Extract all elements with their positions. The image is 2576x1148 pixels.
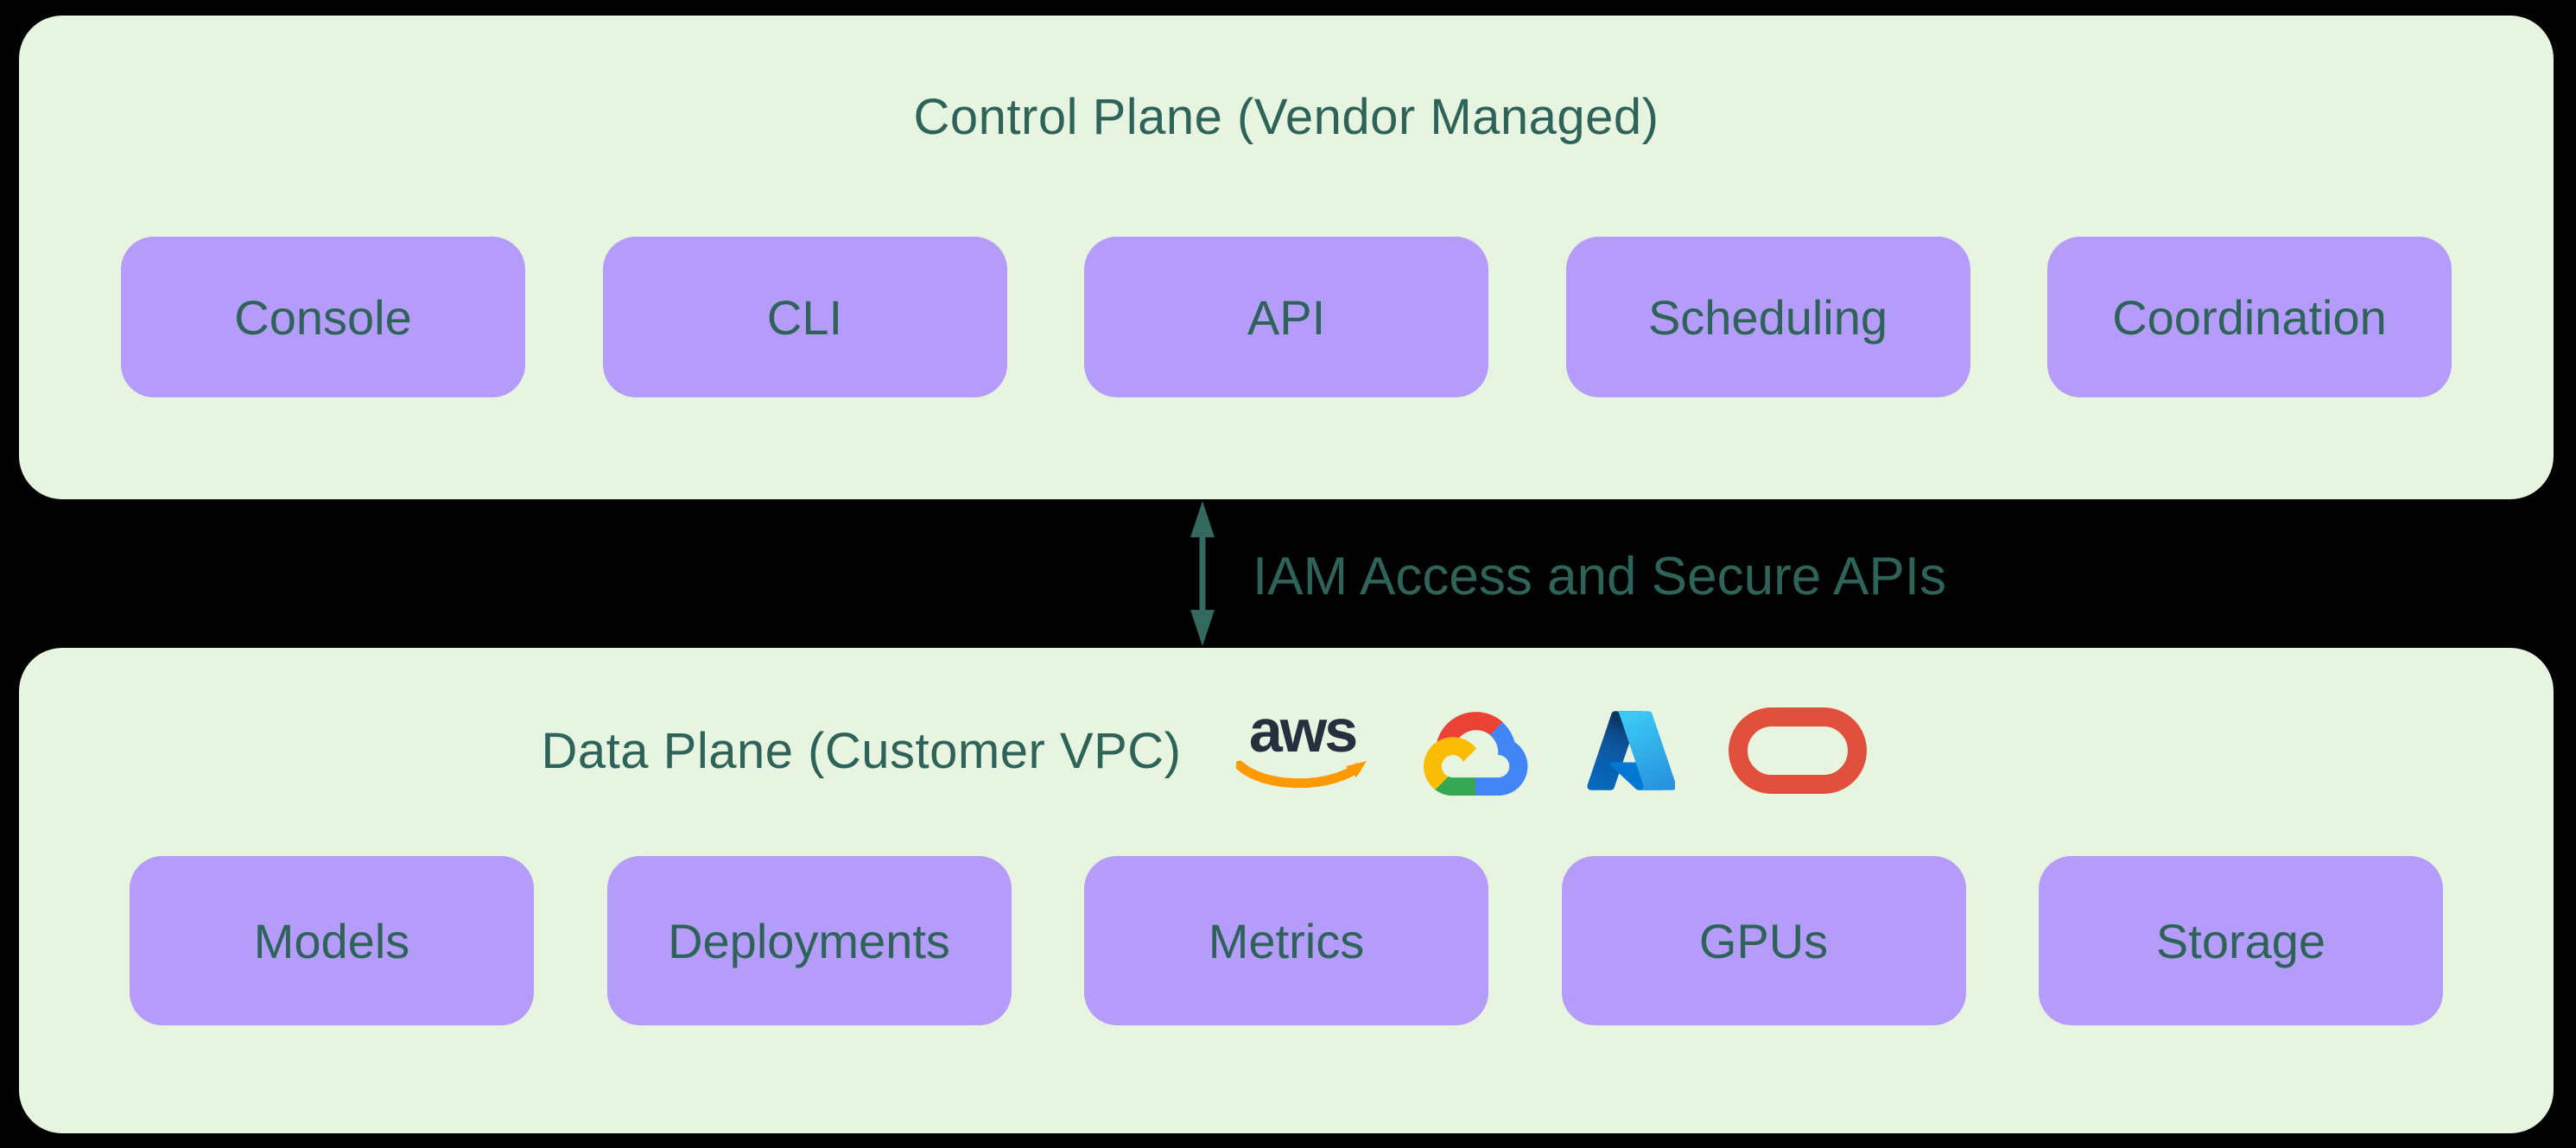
aws-logo: aws [1234,697,1369,794]
data-plane-title: Data Plane (Customer VPC) [541,722,1182,779]
box-storage: Storage [2039,856,2443,1025]
box-deployments: Deployments [606,856,1012,1025]
aws-wordmark: aws [1248,697,1358,765]
control-plane-panel: Control Plane (Vendor Managed) Console C… [19,16,2554,499]
data-plane-header: Data Plane (Customer VPC) aws [0,693,2471,809]
azure-logo [1587,711,1676,790]
box-scheduling: Scheduling [1565,237,1970,397]
connector-label: IAM Access and Secure APIs [1253,547,1946,606]
control-plane-box-row: Console CLI API Scheduling Coordination [121,237,2452,397]
control-plane-title: Control Plane (Vendor Managed) [913,89,1659,145]
box-cli: CLI [602,237,1007,397]
double-arrow-icon [1190,501,1215,646]
box-gpus: GPUs [1561,856,1966,1025]
aws-smile-icon [1236,760,1367,788]
oracle-logo [1729,707,1868,794]
data-plane-box-row: Models Deployments Metrics GPUs Storage [130,856,2443,1025]
google-cloud-logo [1424,712,1528,796]
box-api: API [1084,237,1488,397]
box-metrics: Metrics [1084,856,1488,1025]
data-plane-panel: Data Plane (Customer VPC) aws [19,648,2554,1133]
box-models: Models [130,856,534,1025]
box-coordination: Coordination [2047,237,2452,397]
box-console: Console [121,237,525,397]
